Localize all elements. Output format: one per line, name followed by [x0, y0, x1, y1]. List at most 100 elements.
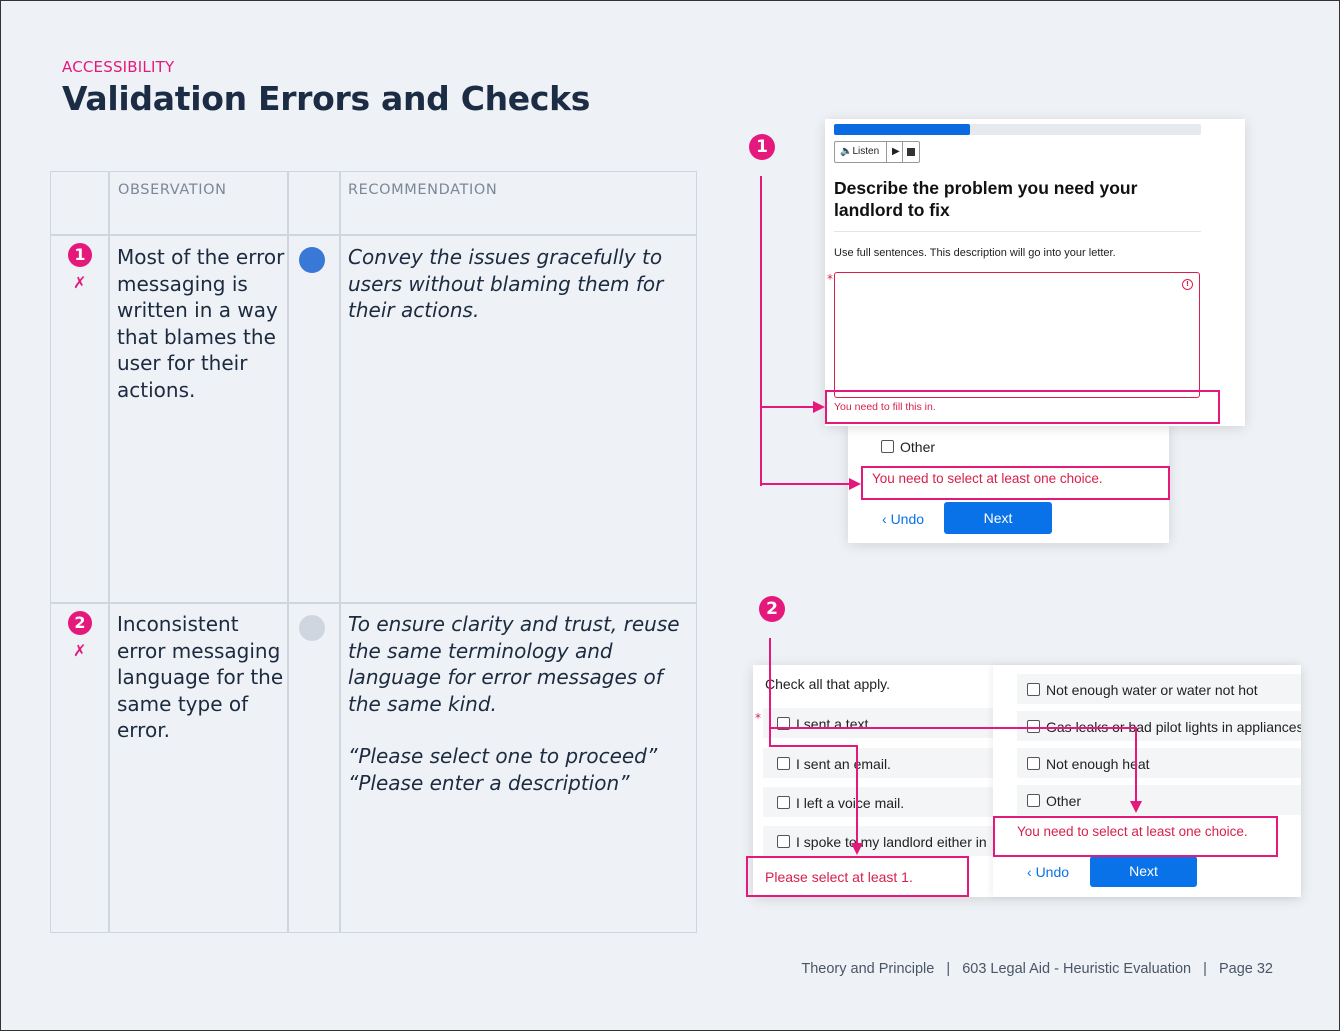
arrow-head [813, 401, 825, 413]
checkbox-icon [1027, 683, 1040, 696]
option-label: Other [900, 439, 936, 455]
checkbox-icon [1027, 720, 1040, 733]
connector-line [760, 483, 852, 485]
choice-error-message: You need to select at least one choice. [872, 471, 1103, 486]
choice-error-message: You need to select at least one choice. [1017, 824, 1248, 839]
observation-table: OBSERVATION RECOMMENDATION 1 ✗ Most of t… [50, 171, 697, 933]
severity-dot [299, 247, 325, 273]
field-error-message: You need to fill this in. [834, 401, 936, 413]
screenshot-choice-card: Other You need to select at least one ch… [848, 421, 1169, 543]
screenshot-checklist: Check all that apply. * I sent a text. I… [753, 665, 1301, 897]
play-icon[interactable]: ▶ [892, 146, 900, 157]
observation-text: Inconsistent error messaging language fo… [117, 612, 284, 742]
checkbox-option[interactable]: Not enough heat [1027, 756, 1150, 772]
listen-label: Listen [852, 146, 880, 157]
table-divider [339, 172, 341, 932]
option-label: Gas leaks or bad pilot lights in applian… [1046, 719, 1301, 735]
option-label: I sent a text. [796, 716, 873, 732]
connector-line [769, 727, 1136, 729]
required-marker: * [755, 711, 761, 725]
table-divider [51, 234, 696, 236]
observation-text: Most of the error messaging is written i… [117, 245, 285, 402]
connector-line [769, 638, 771, 747]
error-highlight-box [746, 856, 969, 897]
next-button[interactable]: Next [944, 502, 1052, 534]
select-error-message: Please select at least 1. [765, 869, 913, 885]
checkbox-icon [777, 796, 790, 809]
callout-badge-1: 1 [749, 134, 775, 160]
callout-badge-2: 2 [759, 596, 785, 622]
progress-fill [834, 124, 970, 135]
stop-icon[interactable] [907, 148, 915, 156]
example-quote: “Please enter a description” [348, 770, 630, 795]
footer-section: Theory and Principle [801, 961, 935, 977]
severity-dot [299, 615, 325, 641]
checkbox-option[interactable]: I sent an email. [777, 756, 891, 772]
footer-document: 603 Legal Aid - Heuristic Evaluation [962, 961, 1192, 977]
connector-line [1135, 727, 1137, 803]
option-label: Other [1046, 793, 1082, 809]
progress-bar [834, 124, 1201, 135]
checkbox-option[interactable]: I sent a text. [777, 716, 872, 732]
chevron-left-icon: ‹ [1027, 864, 1036, 880]
error-highlight-box [825, 390, 1220, 424]
question-heading: Describe the problem you need your landl… [834, 178, 1138, 220]
question-hint: Use full sentences. This description wil… [834, 247, 1116, 259]
checkbox-option[interactable]: Not enough water or water not hot [1027, 682, 1258, 698]
table-divider [108, 172, 110, 932]
right-options-column: Not enough water or water not hot Gas le… [993, 665, 1301, 897]
table-divider [287, 172, 289, 932]
footer-page-number: Page 32 [1218, 961, 1273, 977]
example-quote: “Please select one to proceed” [348, 744, 658, 768]
error-highlight-box [993, 816, 1278, 857]
recommendation-text: To ensure clarity and trust, reuse the s… [348, 611, 693, 796]
recommendation-text: Convey the issues gracefully to users wi… [348, 244, 693, 324]
section-eyebrow: ACCESSIBILITY [62, 58, 175, 76]
undo-label: Undo [890, 511, 925, 527]
checkbox-option[interactable]: Other [1027, 793, 1081, 809]
option-label: I sent an email. [796, 756, 891, 772]
checkbox-icon [881, 440, 894, 453]
next-button[interactable]: Next [1090, 856, 1197, 887]
checkbox-icon [777, 835, 790, 848]
checklist-instruction: Check all that apply. [765, 676, 891, 692]
option-label: Not enough heat [1046, 756, 1150, 772]
connector-line [760, 176, 762, 486]
fail-icon: ✗ [73, 641, 87, 660]
description-textarea[interactable]: ! [834, 272, 1200, 398]
checkbox-option[interactable]: I left a voice mail. [777, 795, 904, 811]
undo-label: Undo [1035, 864, 1070, 880]
checkbox-icon [1027, 757, 1040, 770]
arrow-head [849, 478, 861, 490]
footer-separator: | [946, 961, 951, 977]
arrow-head [1130, 801, 1142, 813]
undo-link[interactable]: ‹ Undo [882, 511, 924, 527]
checkbox-option[interactable]: Gas leaks or bad pilot lights in applian… [1027, 719, 1301, 735]
option-label: Not enough water or water not hot [1046, 682, 1258, 698]
recommendation-body: Convey the issues gracefully to users wi… [348, 245, 664, 322]
page-footer: Theory and Principle | 603 Legal Aid - H… [801, 961, 1273, 977]
chevron-left-icon: ‹ [882, 511, 891, 527]
option-label: I spoke to my landlord either in [796, 834, 987, 850]
row-number-badge: 1 [68, 243, 92, 267]
table-divider [51, 602, 696, 604]
recommendation-body: To ensure clarity and trust, reuse the s… [348, 612, 680, 716]
checkbox-icon [777, 757, 790, 770]
error-highlight-box [861, 466, 1170, 500]
fail-icon: ✗ [73, 273, 87, 292]
arrow-head [851, 843, 863, 855]
listen-control[interactable]: 🔈Listen ▶ [834, 141, 920, 163]
speaker-icon: 🔈 [840, 146, 853, 157]
checkbox-icon [1027, 794, 1040, 807]
connector-line [760, 406, 816, 408]
screenshot-description-card: 🔈Listen ▶ Describe the problem you need … [825, 119, 1245, 426]
connector-line [856, 745, 858, 845]
undo-link[interactable]: ‹ Undo [1027, 864, 1069, 880]
connector-line [769, 745, 857, 747]
error-icon: ! [1182, 279, 1193, 290]
option-label: I left a voice mail. [796, 795, 905, 811]
checkbox-option[interactable]: Other [881, 439, 935, 455]
required-marker: * [827, 272, 833, 286]
recommendation-header: RECOMMENDATION [348, 182, 498, 198]
checkbox-option[interactable]: I spoke to my landlord either in [777, 834, 993, 850]
